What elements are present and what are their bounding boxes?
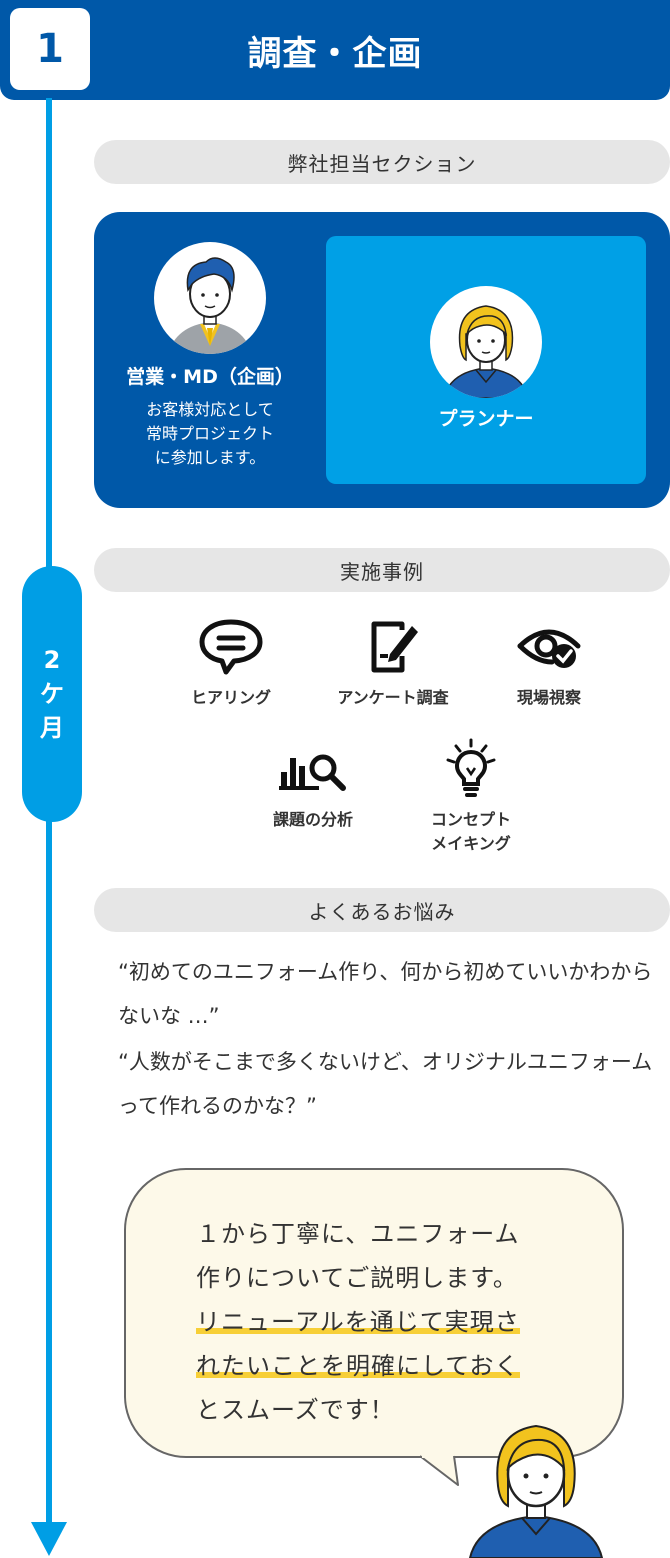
example-label: アンケート調査: [337, 688, 449, 707]
speech-line-1: １から丁寧に、ユニフォーム: [196, 1220, 520, 1248]
worry-quote: “人数がそこまで多くないけど、オリジナルユニフォームって作れるのかな？”: [118, 1050, 653, 1118]
speech-text: １から丁寧に、ユニフォーム 作りについてご説明します。 リニューアルを通じて実現…: [196, 1212, 576, 1432]
example-item-concept: コンセプト メイキング: [386, 738, 556, 856]
worry-quote: “初めてのユニフォーム作り、何から初めていいかわからないな …”: [118, 960, 653, 1028]
example-label: 現場視察: [516, 688, 581, 707]
duration-unit-2: 月: [40, 714, 64, 742]
duration-unit-1: ケ: [40, 680, 64, 708]
example-label: ヒアリング: [190, 688, 271, 707]
speech-line-3-highlight: リニューアルを通じて実現さ: [196, 1308, 520, 1336]
example-item-hearing: ヒアリング: [146, 616, 316, 710]
team-section-label: 弊社担当セクション: [94, 140, 670, 184]
woman-avatar-icon: [443, 305, 529, 398]
eye-check-icon: [517, 629, 581, 668]
chart-search-icon: [279, 754, 346, 791]
lightbulb-icon: [446, 738, 496, 797]
example-item-analysis: 課題の分析: [228, 738, 398, 832]
man-avatar-icon: [168, 257, 252, 354]
example-label: 課題の分析: [272, 810, 353, 829]
sales-avatar: [154, 242, 266, 354]
planner-role-title: プランナー: [438, 408, 534, 430]
survey-pen-icon: [371, 621, 418, 673]
speech-bubble-tail-icon: [420, 1455, 459, 1486]
step-header: [0, 0, 670, 100]
sales-role-description: お客様対応として 常時プロジェクト に参加します。: [145, 400, 274, 467]
step-title: 調査・企画: [247, 33, 423, 74]
step-number-badge: 1: [10, 8, 90, 90]
speech-line-2: 作りについてご説明します。: [196, 1264, 518, 1292]
planner-character-icon: [468, 1424, 604, 1558]
duration-number: 2: [43, 646, 61, 674]
example-item-site-visit: 現場視察: [464, 616, 634, 710]
worries-section-label: よくあるお悩み: [94, 888, 670, 932]
sales-role-title: 営業・MD（企画）: [126, 366, 294, 388]
duration-badge: 2 ケ 月: [22, 566, 82, 822]
planner-avatar: [430, 286, 542, 398]
speech-line-5: とスムーズです！: [196, 1396, 395, 1424]
example-item-survey: アンケート調査: [308, 616, 478, 710]
speech-bubble-icon: [199, 619, 263, 675]
timeline-arrow-icon: [31, 1522, 67, 1556]
speech-line-4-highlight: れたいことを明確にしておく: [196, 1352, 520, 1380]
examples-section-label: 実施事例: [94, 548, 670, 592]
example-label: コンセプト メイキング: [430, 810, 511, 853]
